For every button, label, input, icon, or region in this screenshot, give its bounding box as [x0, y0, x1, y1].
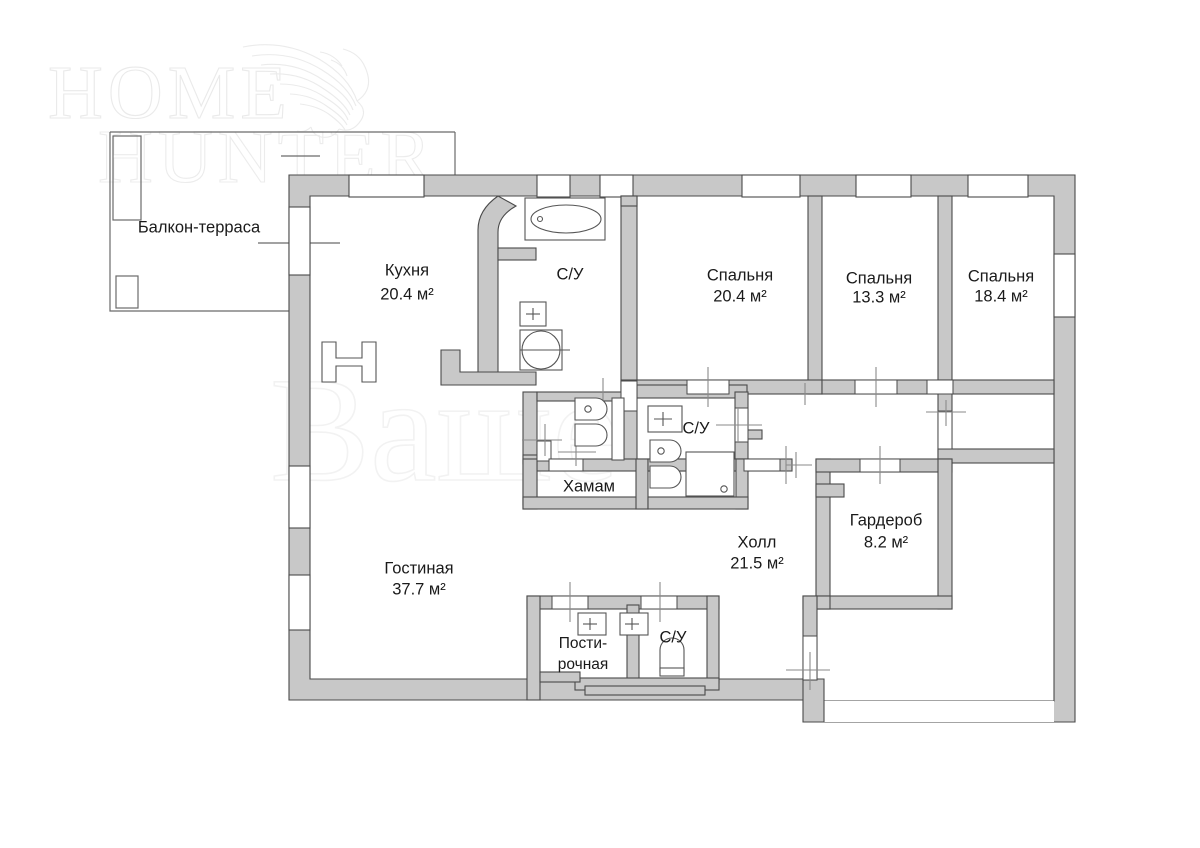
toilet-icon-mid	[574, 423, 608, 447]
room-label-bedroom-2: Спальня	[846, 269, 912, 287]
wall-right-lower-stub	[802, 678, 825, 723]
wall-bedroom1-top-left	[620, 195, 638, 207]
wall-bath-stub-1	[497, 247, 537, 261]
room-area-wardrobe: 8.2 м²	[864, 533, 909, 551]
wall-hammam-right2	[635, 458, 649, 510]
wall-laundry-bottom-step	[539, 671, 581, 683]
door-bath-top-lower	[620, 380, 638, 412]
window-top-2	[536, 174, 571, 198]
wall-bedroom1-2-divider	[807, 195, 823, 395]
room-label-hall: Холл	[738, 533, 777, 551]
door-hammam	[536, 440, 552, 462]
window-top-4	[741, 174, 801, 198]
room-area-bedroom-1: 20.4 м²	[713, 287, 767, 305]
window-top-1	[348, 174, 425, 198]
wall-bottom-inner-strip	[584, 685, 706, 696]
wall-bathmid-lower-bottom	[647, 496, 749, 510]
room-label-bath-bottom: С/У	[660, 628, 688, 646]
watermark-line1: HOME	[48, 51, 292, 135]
room-label-bedroom-1: Спальня	[707, 266, 773, 284]
interior-walls	[440, 195, 1055, 701]
balcony-terrace-outline	[109, 131, 456, 312]
eagle-logo-icon	[242, 44, 370, 138]
fixtures-group	[321, 197, 735, 677]
wall-wardrobe-bottom	[815, 595, 953, 610]
wall-below-bedroom3	[937, 448, 1055, 464]
bidet-icon-2	[649, 439, 682, 463]
round-basin-icon	[519, 329, 570, 371]
window-right-1	[1053, 253, 1076, 318]
window-openings	[288, 174, 1076, 631]
room-labels-group: Балкон-терраса Кухня 20.4 м² С/У Спальня…	[138, 218, 1034, 673]
window-top-3	[599, 174, 634, 198]
window-top-6	[967, 174, 1029, 198]
toilet-icon-mid2	[649, 465, 682, 489]
room-label-living-room: Гостиная	[384, 559, 453, 577]
sliding-door-leaf	[611, 397, 625, 461]
wall-hammam-bottom	[522, 496, 649, 510]
wall-wardrobe-notch	[815, 483, 845, 498]
door-tick-marks	[522, 367, 966, 690]
door-hall-top	[743, 458, 781, 472]
room-area-kitchen: 20.4 м²	[380, 285, 434, 303]
door-bedroom3	[937, 410, 953, 450]
window-left-3	[288, 574, 311, 631]
shower-icon	[685, 451, 735, 497]
outer-wall-notch-fix	[824, 701, 1054, 722]
door-bedroom2-b	[926, 379, 954, 395]
window-top-5	[855, 174, 912, 198]
room-label-bedroom-3: Спальня	[968, 267, 1034, 285]
bathtub-icon	[524, 197, 606, 241]
wall-below-bedroom3-upper	[951, 379, 1055, 395]
wall-hammam-left-upper	[522, 391, 538, 465]
sink-icon	[519, 301, 547, 327]
door-hammam-b	[548, 458, 584, 472]
toilet-icon-bottom	[659, 637, 685, 677]
sink-icon-mid	[647, 405, 683, 433]
room-label-balcony: Балкон-терраса	[138, 218, 261, 236]
room-label-hammam: Хамам	[563, 477, 615, 495]
room-area-bedroom-3: 18.4 м²	[974, 287, 1028, 305]
radiator-icon	[321, 341, 377, 383]
wall-bedroom2-3-divider	[937, 195, 953, 395]
room-label-laundry-line2: рочная	[558, 656, 609, 673]
wall-kitchen-notch	[440, 349, 537, 386]
window-left-2	[288, 465, 311, 529]
room-label-kitchen: Кухня	[385, 261, 429, 279]
room-area-living-room: 37.7 м²	[392, 580, 446, 598]
room-label-wardrobe: Гардероб	[850, 511, 923, 529]
room-label-bath-top: С/У	[557, 265, 585, 283]
wall-bath-right	[620, 195, 638, 393]
door-openings	[536, 379, 954, 681]
wall-wardrobe-left	[815, 458, 831, 610]
wall-wardrobe-right	[937, 458, 953, 610]
bidet-icon	[574, 397, 608, 421]
room-label-laundry-line1: Пости-	[559, 635, 607, 652]
building-walls	[288, 174, 1076, 723]
wall-laundry-left	[526, 595, 541, 701]
appliance-icons-bottom	[577, 612, 649, 636]
room-area-bedroom-2: 13.3 м²	[852, 288, 906, 306]
room-label-bath-mid: С/У	[683, 419, 711, 437]
room-area-hall: 21.5 м²	[730, 554, 784, 572]
wall-bath-bottom-right	[706, 595, 720, 684]
window-left-1	[288, 206, 311, 276]
door-bath-bottom	[640, 595, 678, 610]
